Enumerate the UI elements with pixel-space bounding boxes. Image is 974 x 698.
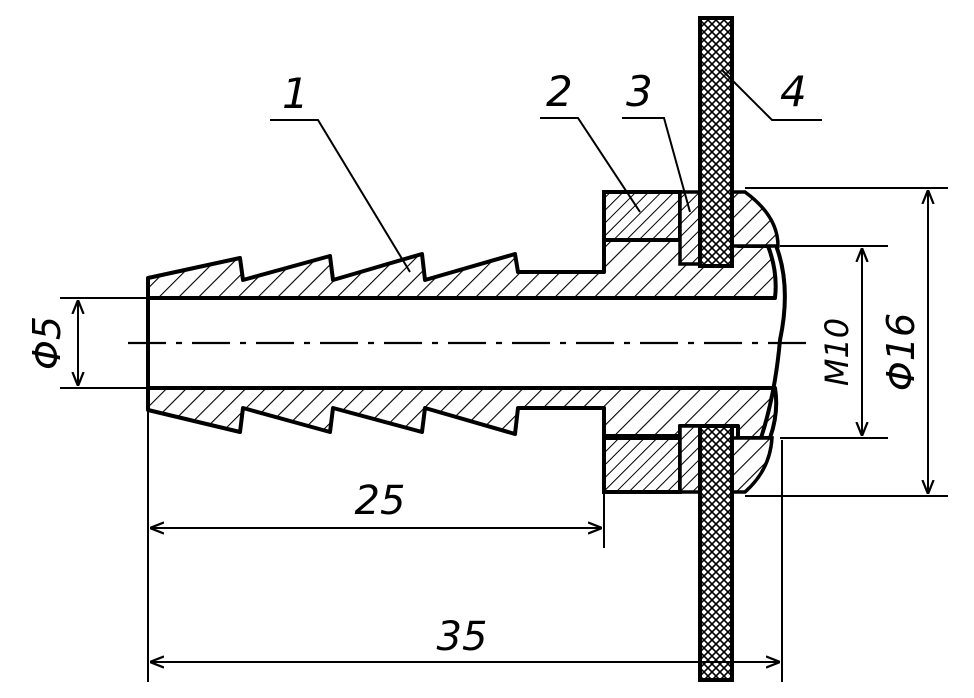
dim-text-overall-length: 35 xyxy=(437,614,488,660)
dim-text-thread: M10 xyxy=(818,318,856,386)
dim-text-flange: Φ16 xyxy=(879,313,923,391)
callout-part-2: 2 xyxy=(546,67,573,116)
dim-text-barb-length: 25 xyxy=(355,478,406,524)
dim-text-bore: Φ5 xyxy=(25,316,69,370)
flange-upper xyxy=(730,190,780,248)
nut-lower-section xyxy=(602,436,682,494)
callout-part-4: 4 xyxy=(780,67,807,116)
leader-part-4 xyxy=(721,69,822,121)
washer-lower xyxy=(678,424,702,494)
washer-upper xyxy=(678,190,702,266)
leader-part-3 xyxy=(622,117,691,213)
panel-upper xyxy=(698,16,734,268)
callout-part-3: 3 xyxy=(626,67,653,116)
leader-part-2 xyxy=(540,117,641,213)
leader-part-1 xyxy=(270,119,411,273)
nut-upper-section xyxy=(602,190,682,242)
callout-part-1: 1 xyxy=(282,69,309,118)
panel-lower xyxy=(698,424,734,682)
flange-lower xyxy=(730,436,774,494)
